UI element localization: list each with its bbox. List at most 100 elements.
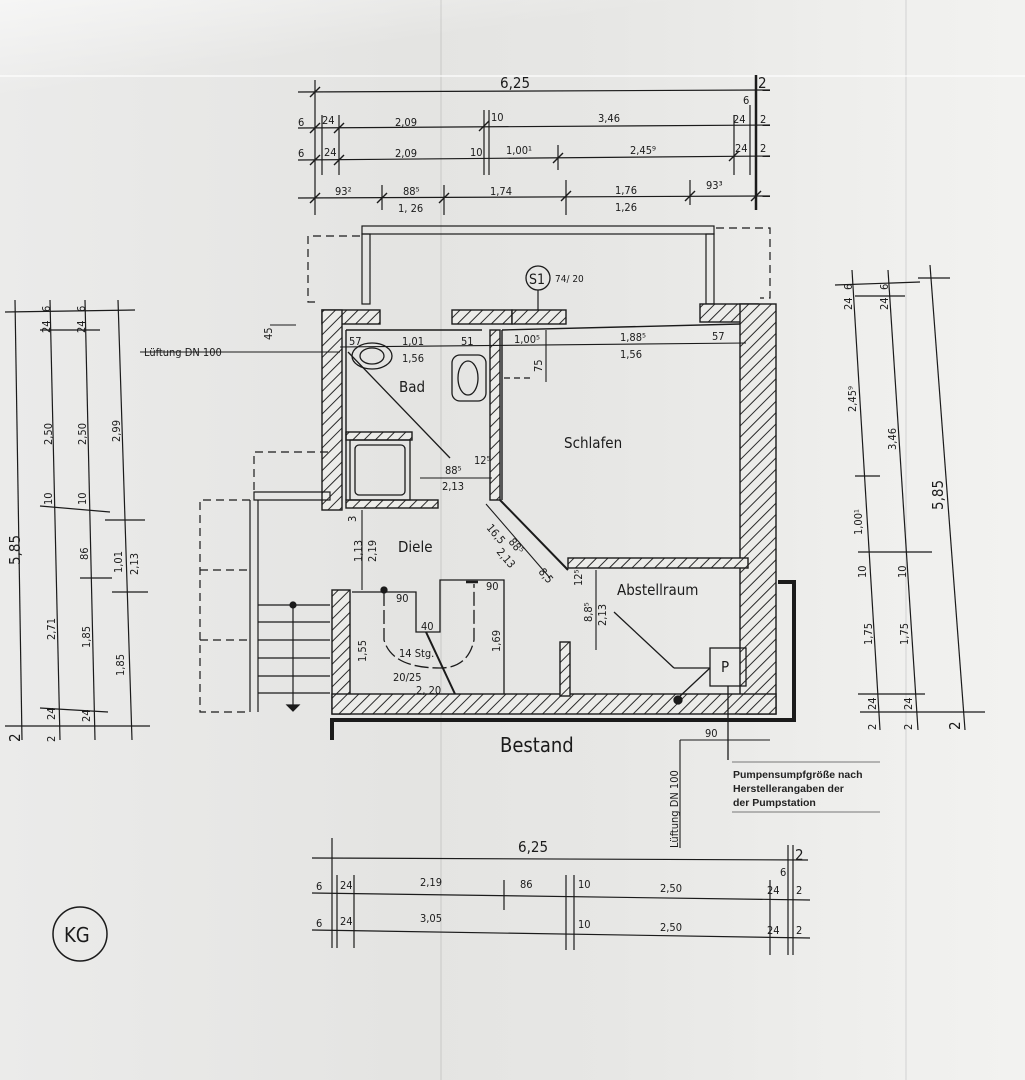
svg-text:90: 90 xyxy=(486,580,499,593)
svg-text:3: 3 xyxy=(346,516,359,522)
svg-text:6: 6 xyxy=(780,866,786,879)
svg-text:der Pumpstation: der Pumpstation xyxy=(733,797,816,809)
svg-text:10: 10 xyxy=(578,878,591,891)
svg-text:2: 2 xyxy=(866,724,879,730)
svg-text:1,26: 1,26 xyxy=(615,201,637,214)
room-schlafen: Schlafen xyxy=(564,434,622,452)
svg-text:57: 57 xyxy=(712,330,725,343)
svg-text:2,13: 2,13 xyxy=(596,604,609,626)
svg-text:1,55: 1,55 xyxy=(356,640,369,662)
svg-text:1,01: 1,01 xyxy=(402,335,424,348)
pump-note: Pumpensumpfgröße nach Herstellerangaben … xyxy=(732,761,880,813)
svg-text:2, 20: 2, 20 xyxy=(416,684,441,697)
balcony-outline xyxy=(307,225,771,305)
svg-text:86: 86 xyxy=(78,547,91,560)
paper-fold xyxy=(0,75,1025,77)
svg-text:1,00¹: 1,00¹ xyxy=(852,509,865,535)
svg-text:24: 24 xyxy=(40,320,53,333)
svg-text:24: 24 xyxy=(767,924,780,937)
svg-text:1,56: 1,56 xyxy=(402,352,424,365)
svg-text:24: 24 xyxy=(842,297,855,310)
svg-text:24: 24 xyxy=(324,146,337,159)
stair-well xyxy=(352,579,505,695)
svg-text:2,19: 2,19 xyxy=(366,540,379,562)
svg-text:2,13: 2,13 xyxy=(128,553,141,575)
right-dimension-labels: 5,85 2 2 24 1,75 10 1,00¹ 2,45⁹ 24 6 2 2… xyxy=(842,284,964,730)
left-dimension-chain xyxy=(4,299,150,741)
svg-text:3,46: 3,46 xyxy=(598,112,620,125)
svg-text:2,50: 2,50 xyxy=(660,882,682,895)
svg-text:5,85: 5,85 xyxy=(6,535,24,565)
svg-text:2: 2 xyxy=(758,74,767,92)
svg-text:2,09: 2,09 xyxy=(395,147,417,160)
svg-text:2,13: 2,13 xyxy=(442,480,464,493)
svg-text:88⁵: 88⁵ xyxy=(445,464,462,477)
svg-text:6,25: 6,25 xyxy=(518,838,548,856)
bottom-dimension-chain xyxy=(311,838,811,955)
svg-text:6: 6 xyxy=(842,284,855,290)
svg-text:2,71: 2,71 xyxy=(45,618,58,640)
room-abstellraum: Abstellraum xyxy=(617,581,698,599)
room-labels: Bad Schlafen Diele Abstellraum xyxy=(398,378,698,599)
svg-text:90: 90 xyxy=(396,592,409,605)
svg-text:2: 2 xyxy=(902,724,915,730)
room-diele: Diele xyxy=(398,538,433,556)
svg-text:2,45⁹: 2,45⁹ xyxy=(846,386,859,412)
right-dimension-chain xyxy=(834,264,985,731)
svg-text:24: 24 xyxy=(340,915,353,928)
exterior-stair xyxy=(199,451,331,713)
svg-text:24: 24 xyxy=(902,697,915,710)
svg-text:20/25: 20/25 xyxy=(393,671,422,684)
svg-text:2: 2 xyxy=(796,884,802,897)
svg-text:6: 6 xyxy=(75,306,88,312)
svg-text:2,50: 2,50 xyxy=(76,423,89,445)
svg-text:93³: 93³ xyxy=(706,179,723,192)
svg-text:24: 24 xyxy=(45,707,58,720)
svg-text:1,75: 1,75 xyxy=(898,623,911,645)
svg-text:2: 2 xyxy=(796,924,802,937)
svg-text:57: 57 xyxy=(349,335,362,348)
svg-text:24: 24 xyxy=(866,697,879,710)
ventilation-label-bottom: Lüftung DN 100 xyxy=(668,770,681,848)
svg-text:2,99: 2,99 xyxy=(110,420,123,442)
interior-walls xyxy=(345,323,749,697)
svg-text:10: 10 xyxy=(856,565,869,578)
svg-text:10: 10 xyxy=(491,111,504,124)
svg-text:6: 6 xyxy=(40,306,53,312)
svg-text:2,50: 2,50 xyxy=(660,921,682,934)
svg-text:24: 24 xyxy=(735,142,748,155)
ventilation-label-left: Lüftung DN 100 xyxy=(144,346,222,359)
exterior-walls xyxy=(321,303,796,740)
svg-text:88⁵: 88⁵ xyxy=(403,185,420,198)
svg-text:24: 24 xyxy=(75,320,88,333)
svg-text:8,5: 8,5 xyxy=(536,566,556,586)
svg-text:6: 6 xyxy=(298,147,304,160)
svg-text:S1: S1 xyxy=(529,272,545,288)
svg-text:12⁵: 12⁵ xyxy=(572,569,585,586)
svg-text:10: 10 xyxy=(896,565,909,578)
paper-fold xyxy=(440,0,442,1080)
stair-labels: 14 Stg. 20/25 2, 20 xyxy=(393,647,441,697)
top-dimension-chain xyxy=(297,75,771,215)
bottom-dimension-labels: 6,25 2 6 6 24 2,19 86 10 2,50 24 2 6 24 … xyxy=(316,838,804,937)
svg-text:1,85: 1,85 xyxy=(114,654,127,676)
room-bad: Bad xyxy=(399,378,425,396)
svg-text:1,85: 1,85 xyxy=(80,626,93,648)
svg-text:6: 6 xyxy=(298,116,304,129)
svg-text:2: 2 xyxy=(946,721,964,730)
svg-text:1,00¹: 1,00¹ xyxy=(506,144,532,157)
svg-text:2: 2 xyxy=(45,736,58,742)
svg-text:3,46: 3,46 xyxy=(886,428,899,450)
svg-text:10: 10 xyxy=(578,918,591,931)
svg-text:93²: 93² xyxy=(335,185,352,198)
svg-text:10: 10 xyxy=(470,146,483,159)
interior-dimension-lines xyxy=(140,324,770,848)
svg-text:1,88⁵: 1,88⁵ xyxy=(620,331,646,344)
svg-text:6: 6 xyxy=(316,917,322,930)
svg-text:6: 6 xyxy=(316,880,322,893)
svg-text:24: 24 xyxy=(767,884,780,897)
svg-text:1,74: 1,74 xyxy=(490,185,512,198)
svg-text:2: 2 xyxy=(760,142,766,155)
svg-text:1,75: 1,75 xyxy=(862,623,875,645)
